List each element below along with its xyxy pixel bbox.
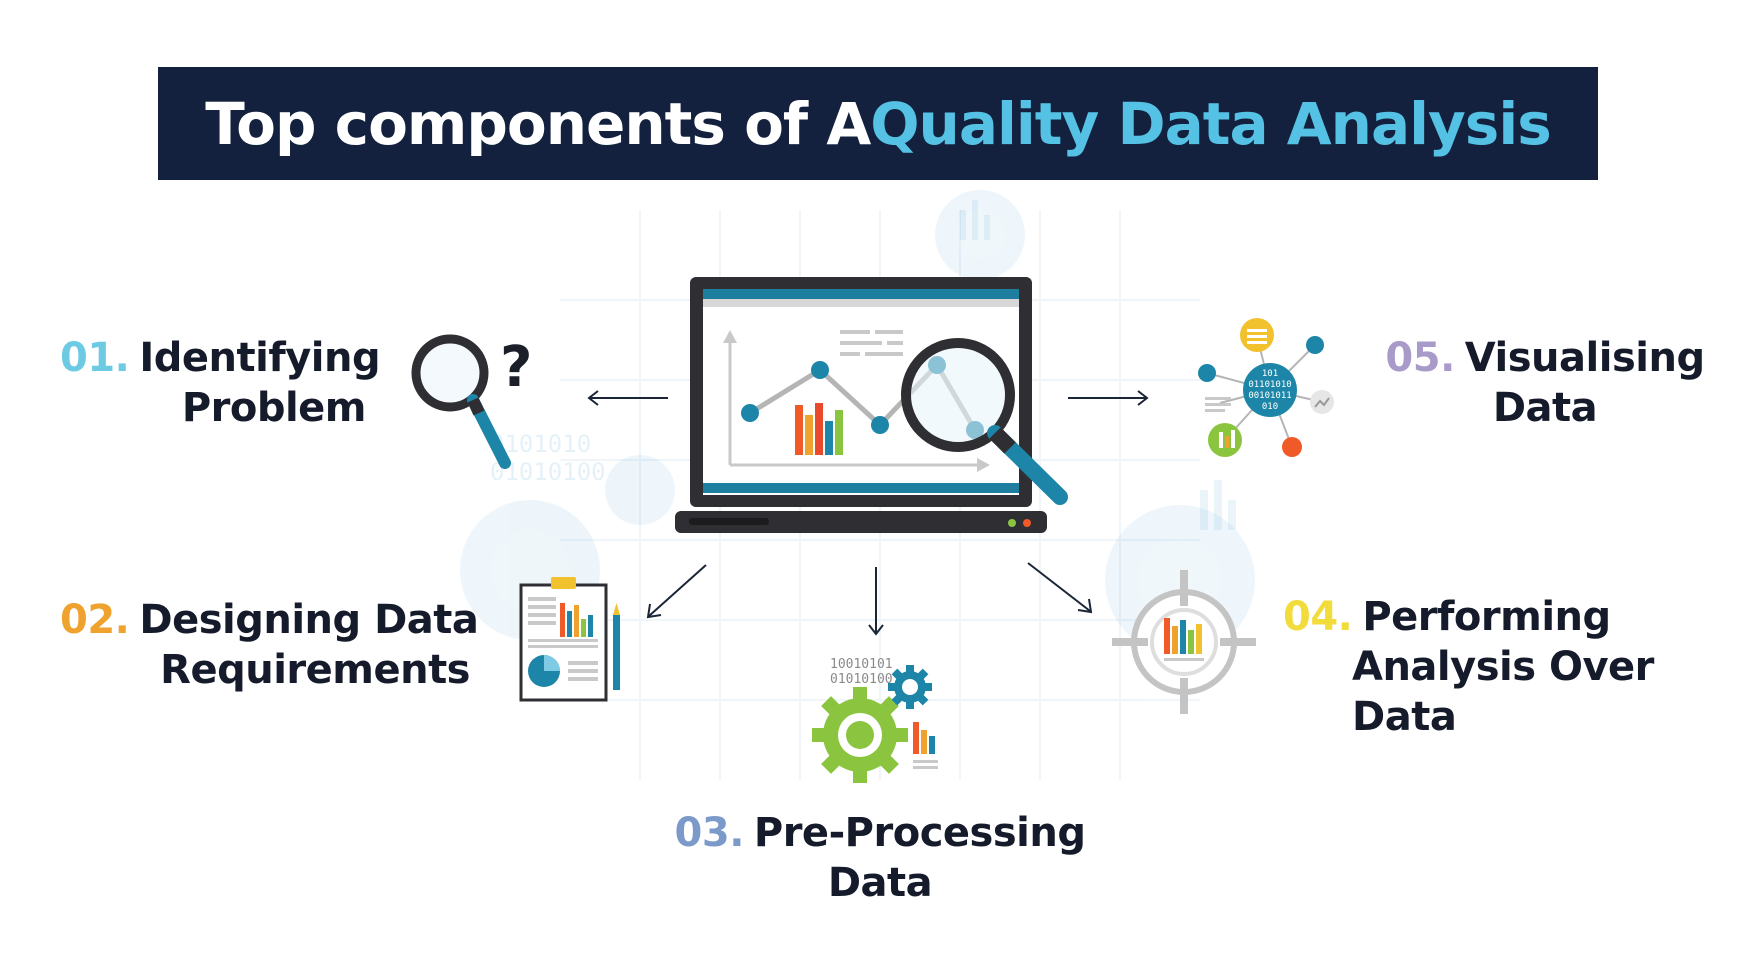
step-02-title: Designing Data	[139, 597, 479, 643]
svg-text:01010100: 01010100	[830, 672, 893, 687]
gears-binary-icon: 10010101 01010100	[812, 657, 938, 783]
report-clipboard-icon	[519, 577, 620, 702]
step-04-title-line2: Analysis Over	[1352, 644, 1654, 690]
step-05-title: Visualising	[1464, 335, 1705, 381]
step-03-number: 03.	[674, 810, 745, 856]
step-03-label: 03.Pre-Processing Data	[640, 808, 1120, 908]
step-05-number: 05.	[1385, 335, 1455, 381]
title-highlight: Quality Data Analysis	[870, 89, 1551, 158]
step-04-title: Performing	[1362, 594, 1611, 640]
step-03-title-line2: Data	[827, 860, 933, 906]
step-04-number: 04.	[1283, 594, 1353, 640]
step-01-number: 01.	[60, 335, 130, 381]
svg-text:?: ?	[500, 335, 532, 400]
svg-text:010: 010	[1262, 402, 1278, 412]
svg-text:101: 101	[1262, 369, 1278, 379]
step-01-label: 01.Identifying Problem	[60, 333, 381, 433]
step-04-title-line3: Data	[1352, 694, 1457, 740]
step-01-title: Identifying	[139, 335, 381, 381]
step-02-label: 02.Designing Data Requirements	[60, 595, 479, 695]
title-text: Top components of A	[205, 89, 871, 158]
data-network-icon: 101 01101010 00101011 010	[1198, 318, 1334, 457]
step-01-title-line2: Problem	[181, 385, 367, 431]
step-02-title-line2: Requirements	[160, 647, 470, 693]
title-banner: Top components of A Quality Data Analysi…	[158, 67, 1598, 180]
magnifier-question-icon: ?	[411, 334, 532, 469]
target-chart-icon	[1112, 570, 1256, 714]
step-05-label: 05.Visualising Data	[1380, 333, 1710, 433]
svg-text:0101010: 0101010	[490, 430, 591, 458]
svg-text:00101011: 00101011	[1248, 391, 1291, 401]
step-03-title: Pre-Processing	[753, 810, 1086, 856]
arrow-to-step-02	[648, 564, 707, 617]
step-02-number: 02.	[60, 597, 130, 643]
svg-text:10010101: 10010101	[830, 657, 893, 672]
svg-text:01101010: 01101010	[1248, 380, 1291, 390]
laptop-chart-magnifier-icon	[675, 277, 1068, 533]
arrow-to-step-04	[1027, 562, 1091, 612]
step-04-label: 04.Performing Analysis Over Data	[1283, 592, 1703, 742]
step-05-title-line2: Data	[1492, 385, 1598, 431]
